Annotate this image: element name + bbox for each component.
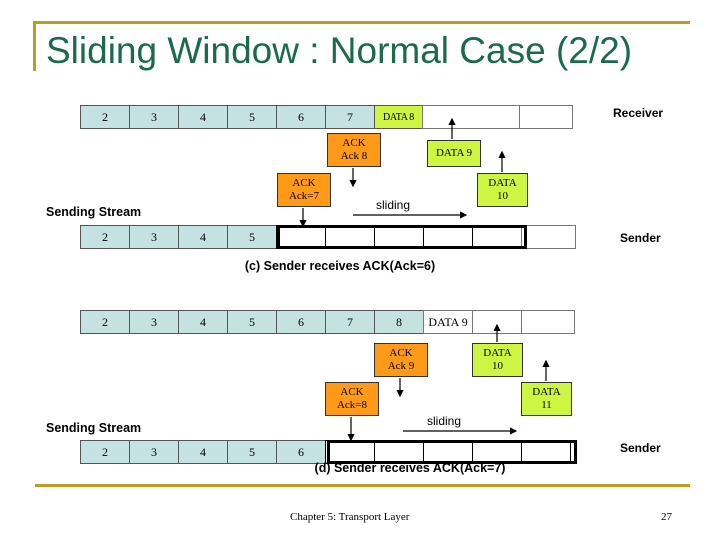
ack-box-line2: Ack 9	[387, 360, 415, 372]
data-box-d-0: DATA 10	[472, 343, 523, 377]
receiver-c-cell-0: 2	[80, 105, 130, 129]
data-box-c-0: DATA 9	[427, 140, 481, 167]
receiver-c-cell-6: DATA 8	[374, 105, 423, 129]
data-box-d-1: DATA 11	[521, 382, 572, 416]
receiver-d-cell-1: 3	[129, 310, 179, 334]
sender-d-cell-0: 2	[80, 440, 130, 464]
sender-c-cell-6	[374, 225, 424, 249]
receiver-d-cell-3: 5	[227, 310, 277, 334]
ack-box-c-0: ACK Ack 8	[327, 133, 381, 167]
ack-box-d-1: ACK Ack=8	[325, 382, 379, 416]
receiver-d-cell-2: 4	[178, 310, 228, 334]
ack-box-line2: Ack=8	[336, 399, 368, 411]
footer-page-number: 27	[661, 511, 672, 523]
ack-box-line1: ACK	[292, 177, 316, 189]
receiver-c-cell-5: 7	[325, 105, 375, 129]
sending-stream-label-d: Sending Stream	[46, 421, 142, 435]
ack-box-c-1: ACK Ack=7	[277, 173, 331, 207]
ack-box-line2: Ack=7	[288, 190, 320, 202]
sender-c-cell-8	[472, 225, 522, 249]
sliding-label-c: sliding	[376, 198, 411, 212]
caption-c: (c) Sender receives ACK(Ack=6)	[244, 259, 436, 273]
sender-label-c: Sender	[620, 231, 661, 245]
accent-line-top	[33, 21, 690, 24]
footer-chapter: Chapter 5: Transport Layer	[290, 511, 410, 523]
sender-d-cell-3: 5	[227, 440, 277, 464]
receiver-c-cell-7	[422, 105, 520, 129]
data-box-line1: DATA	[488, 177, 517, 189]
receiver-d-cell-9	[521, 310, 575, 334]
sender-c-cell-1: 3	[129, 225, 179, 249]
data-box-line1: DATA 9	[435, 147, 473, 159]
ack-box-line2: Ack 8	[340, 150, 368, 162]
sender-c-cell-3: 5	[227, 225, 277, 249]
page-title: Sliding Window : Normal Case (2/2)	[46, 30, 633, 71]
receiver-c-cell-1: 3	[129, 105, 179, 129]
sending-stream-label-c: Sending Stream	[46, 205, 142, 219]
sliding-label-d: sliding	[427, 414, 462, 428]
sender-d-cell-1: 3	[129, 440, 179, 464]
ack-box-line1: ACK	[389, 347, 413, 359]
receiver-label-c: Receiver	[613, 106, 664, 120]
data-box-line2: 10	[492, 360, 503, 372]
accent-line-bottom	[35, 484, 690, 487]
ack-box-d-0: ACK Ack 9	[374, 343, 428, 377]
data-box-line2: 11	[541, 399, 552, 411]
ack-box-line1: ACK	[340, 386, 364, 398]
sender-label-d: Sender	[620, 441, 661, 455]
data-box-c-1: DATA 10	[477, 173, 528, 207]
receiver-c-cell-8	[519, 105, 573, 129]
data-box-line1: DATA	[532, 386, 561, 398]
sender-c-cell-4	[276, 225, 326, 249]
receiver-d-cell-5: 7	[325, 310, 375, 334]
data-box-line2: 10	[497, 190, 508, 202]
receiver-d-cell-0: 2	[80, 310, 130, 334]
sender-c-cell-9	[521, 225, 576, 249]
receiver-c-cell-2: 4	[178, 105, 228, 129]
caption-d: (d) Sender receives ACK(Ack=7)	[314, 461, 506, 475]
receiver-d-cell-6: 8	[374, 310, 424, 334]
receiver-d-cell-7: DATA 9	[423, 310, 473, 334]
accent-line-left	[33, 21, 36, 71]
data-box-line1: DATA	[483, 347, 512, 359]
sender-d-cell-7	[423, 440, 473, 464]
ack-box-line1: ACK	[342, 137, 366, 149]
sender-c-cell-0: 2	[80, 225, 130, 249]
